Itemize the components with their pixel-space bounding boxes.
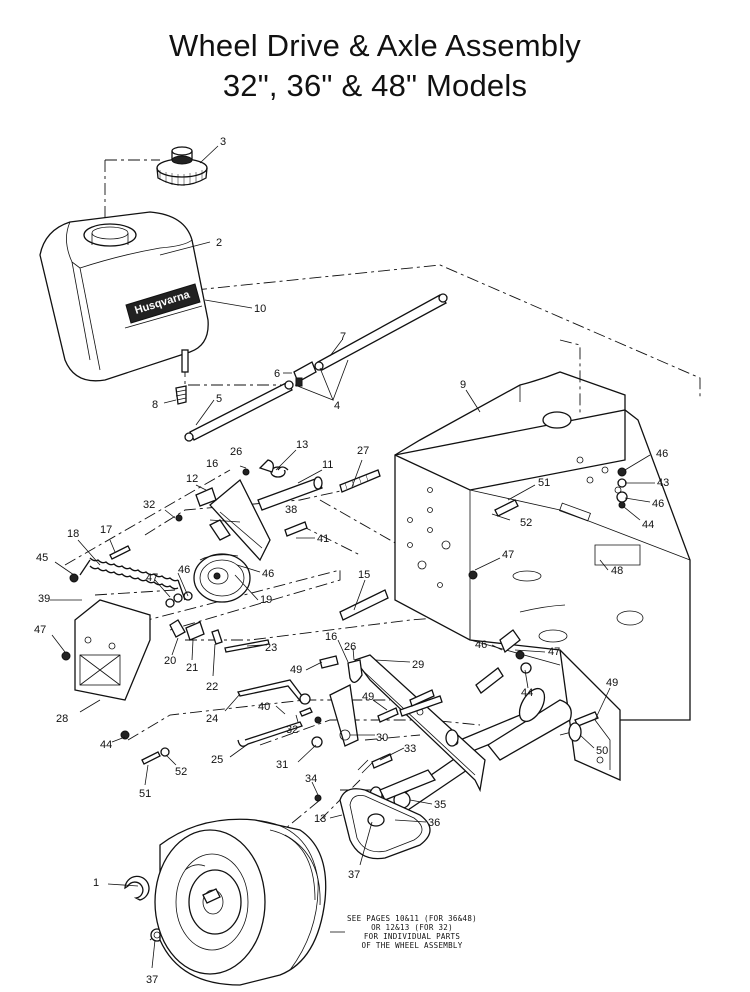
part-label-17: 17 <box>100 524 112 536</box>
part-label-16-a: 16 <box>206 458 218 470</box>
part-label-50: 50 <box>596 745 608 757</box>
part-label-52-a: 52 <box>520 517 532 529</box>
part-label-8: 8 <box>152 399 158 411</box>
part-label-6: 6 <box>274 368 280 380</box>
pulley <box>193 553 251 603</box>
part-label-47-b: 47 <box>34 624 46 636</box>
part-label-39: 39 <box>38 593 50 605</box>
part-label-28: 28 <box>56 713 68 725</box>
part-label-16-b: 16 <box>325 631 337 643</box>
part-label-13-b: 13 <box>314 813 326 825</box>
part-label-29: 29 <box>412 659 424 671</box>
part-label-10: 10 <box>254 303 266 315</box>
part-label-26-a: 26 <box>230 446 242 458</box>
part-labels: 1 2 3 4 5 6 7 8 9 10 11 12 13 13 15 16 1… <box>34 136 669 986</box>
part-label-18: 18 <box>67 528 79 540</box>
wheel-assembly <box>154 818 327 986</box>
part-label-43: 43 <box>657 477 669 489</box>
part-label-30: 30 <box>376 732 388 744</box>
idler-arm <box>195 466 381 562</box>
part-label-52-b: 52 <box>175 766 187 778</box>
part-label-40: 40 <box>258 701 270 713</box>
fuel-fittings <box>175 349 189 405</box>
part-label-32-a: 32 <box>143 499 155 511</box>
bracket-29 <box>353 654 486 793</box>
part-label-25: 25 <box>211 754 223 766</box>
part-label-46-b: 46 <box>262 568 274 580</box>
part-label-47-a: 47 <box>146 572 158 584</box>
tension-spring <box>79 557 186 601</box>
part-label-7: 7 <box>340 331 346 343</box>
fuel-cap <box>156 146 208 186</box>
part-label-44-c: 44 <box>642 519 654 531</box>
part-label-38: 38 <box>285 504 297 516</box>
note-line-1: SEE PAGES 10&11 (FOR 36&48) <box>347 914 477 923</box>
axle-shaft <box>394 687 572 813</box>
part-label-23: 23 <box>265 642 277 654</box>
part-label-37-b: 37 <box>146 974 158 986</box>
part-label-51-a: 51 <box>538 477 550 489</box>
part-label-46-e: 46 <box>652 498 664 510</box>
note-line-4: OF THE WHEEL ASSEMBLY <box>361 941 462 950</box>
part-label-21: 21 <box>186 662 198 674</box>
part-label-46-d: 46 <box>656 448 668 460</box>
part-label-49-c: 49 <box>606 677 618 689</box>
part-label-46-c: 46 <box>475 639 487 651</box>
part-label-47-d: 47 <box>548 646 560 658</box>
fuel-tank: Husqvarna <box>39 211 209 382</box>
part-label-37-a: 37 <box>348 869 360 881</box>
part-label-22: 22 <box>206 681 218 693</box>
note-line-2: OR 12&13 (FOR 32) <box>371 923 453 932</box>
leader-lines <box>50 145 655 969</box>
hardware <box>61 459 628 942</box>
part-label-33: 33 <box>404 743 416 755</box>
part-label-3: 3 <box>220 136 226 148</box>
part-label-20: 20 <box>164 655 176 667</box>
plate-28 <box>74 599 151 701</box>
part-label-15: 15 <box>358 569 370 581</box>
part-label-26-b: 26 <box>344 641 356 653</box>
part-label-9: 9 <box>460 379 466 391</box>
part-label-5: 5 <box>216 393 222 405</box>
part-label-49-a: 49 <box>290 664 302 676</box>
part-label-1: 1 <box>93 877 99 889</box>
title-line-1: Wheel Drive & Axle Assembly <box>169 28 581 63</box>
part-label-51-b: 51 <box>139 788 151 800</box>
part-label-36: 36 <box>428 817 440 829</box>
brake-band <box>339 788 431 860</box>
part-label-2: 2 <box>216 237 222 249</box>
part-label-11: 11 <box>322 459 333 471</box>
part-label-47-c: 47 <box>502 549 514 561</box>
part-label-35: 35 <box>434 799 446 811</box>
part-label-41: 41 <box>317 533 329 545</box>
wheel-note: SEE PAGES 10&11 (FOR 36&48) OR 12&13 (FO… <box>330 914 477 950</box>
part-label-31: 31 <box>276 759 288 771</box>
fuel-lines <box>184 293 448 442</box>
title-line-2: 32", 36" & 48" Models <box>222 68 528 103</box>
part-label-49-b: 49 <box>362 691 374 703</box>
part-label-45: 45 <box>36 552 48 564</box>
part-label-19: 19 <box>260 594 272 606</box>
part-label-34: 34 <box>305 773 317 785</box>
part-label-12: 12 <box>186 473 198 485</box>
part-label-32-b: 32 <box>286 724 298 736</box>
part-label-44-b: 44 <box>521 687 533 699</box>
part-label-46-a: 46 <box>178 564 190 576</box>
note-line-3: FOR INDIVIDUAL PARTS <box>364 932 460 941</box>
part-label-48: 48 <box>611 565 623 577</box>
part-label-13-a: 13 <box>296 439 308 451</box>
part-label-27: 27 <box>357 445 369 457</box>
part-label-4: 4 <box>334 400 340 412</box>
part-label-44-a: 44 <box>100 739 112 751</box>
part-label-24: 24 <box>206 713 218 725</box>
